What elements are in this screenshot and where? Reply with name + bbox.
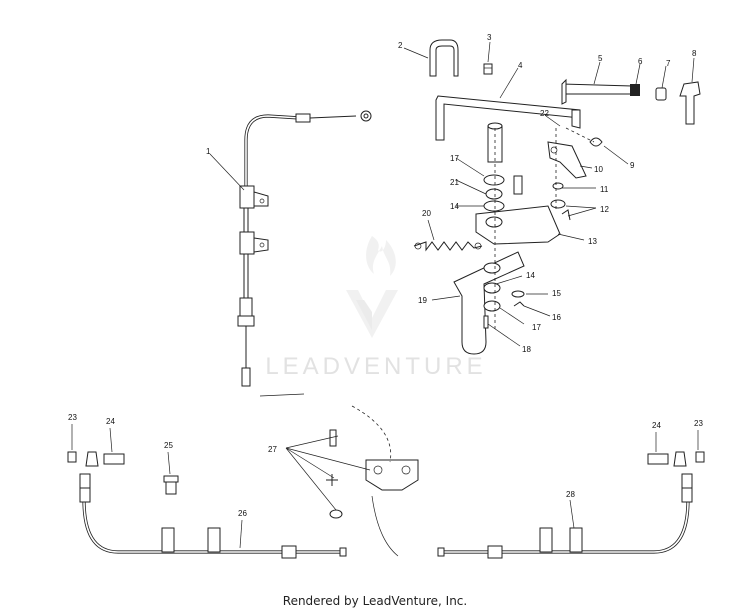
callout-1: 1 (206, 147, 211, 156)
part-5-shift-rod (561, 78, 633, 105)
callout-8: 8 (692, 49, 697, 58)
callout-13: 13 (588, 237, 597, 246)
callout-14b: 14 (526, 271, 535, 280)
callout-6: 6 (638, 57, 643, 66)
callout-17b: 17 (532, 323, 541, 332)
part-1-throttle-cable (237, 110, 372, 387)
part-28-brake-cable-right (437, 473, 693, 559)
leadventure-watermark-logo (346, 236, 398, 338)
part-10-bellcrank (547, 141, 587, 179)
part-16-clip (513, 301, 525, 307)
callout-16: 16 (552, 313, 561, 322)
part-26-brake-cable-left (79, 473, 347, 559)
callout-4: 4 (518, 61, 523, 70)
part-27-equalizer (285, 429, 419, 519)
part-2-u-bolt (429, 39, 459, 77)
routing-line-lower (371, 495, 399, 557)
callout-27: 27 (268, 445, 277, 454)
part-23-nut-right (695, 451, 705, 463)
callout-7: 7 (666, 59, 671, 68)
part-22-sleeve (487, 122, 503, 163)
callout-5: 5 (598, 54, 603, 63)
callout-14a: 14 (450, 202, 459, 211)
callout-23-right: 23 (694, 419, 703, 428)
callout-leaders (71, 41, 699, 549)
part-8-t-handle (679, 81, 701, 125)
callout-20: 20 (422, 209, 431, 218)
part-23-nut-left (67, 451, 77, 463)
callout-3: 3 (487, 33, 492, 42)
part-21-bushing (485, 188, 503, 200)
callout-11: 11 (600, 185, 609, 194)
part-14-bushing-lower (483, 282, 501, 294)
callout-numbers: 1 2 3 4 5 6 7 8 9 10 11 12 13 14 14 15 1… (68, 33, 703, 518)
callout-24-left: 24 (106, 417, 115, 426)
callout-10: 10 (594, 165, 603, 174)
callout-24-right: 24 (652, 421, 661, 430)
routing-line-left (259, 393, 305, 397)
part-18-screw (483, 315, 489, 329)
part-pin (513, 175, 523, 195)
routing-line-upper (351, 405, 392, 463)
part-25-bolt (163, 475, 179, 495)
part-17-washer-lower (483, 300, 501, 312)
watermark-text: LEADVENTURE (265, 353, 486, 380)
callout-25: 25 (164, 441, 173, 450)
callout-28: 28 (566, 490, 575, 499)
callout-17a: 17 (450, 154, 459, 163)
part-24-clevis-left (85, 451, 125, 467)
part-6-knurled-end (630, 84, 640, 96)
part-24-clevis-right (647, 451, 687, 467)
callout-2: 2 (398, 41, 403, 50)
footer-credit: Rendered by LeadVenture, Inc. (282, 594, 468, 608)
callout-15: 15 (552, 289, 561, 298)
part-17-washer-upper (483, 174, 505, 186)
callout-26: 26 (238, 509, 247, 518)
part-13-pivot-plate (475, 205, 561, 245)
part-14-bushing-upper (483, 200, 505, 212)
callout-12: 12 (600, 205, 609, 214)
part-7-ferrule (655, 87, 667, 101)
part-9-spring-link (589, 137, 603, 147)
callout-23-left: 23 (68, 413, 77, 422)
part-4-bracket-bar (435, 95, 581, 141)
part-19-mounting-bracket (453, 251, 525, 355)
part-11-washers (550, 182, 566, 209)
part-12-cotter (561, 209, 571, 221)
part-15-washer (511, 290, 525, 298)
callout-21: 21 (450, 178, 459, 187)
callout-18: 18 (522, 345, 531, 354)
callout-9: 9 (630, 161, 635, 170)
part-20-spring (413, 241, 483, 252)
callout-22: 22 (540, 109, 549, 118)
part-3-nut (483, 63, 493, 75)
callout-19: 19 (418, 296, 427, 305)
